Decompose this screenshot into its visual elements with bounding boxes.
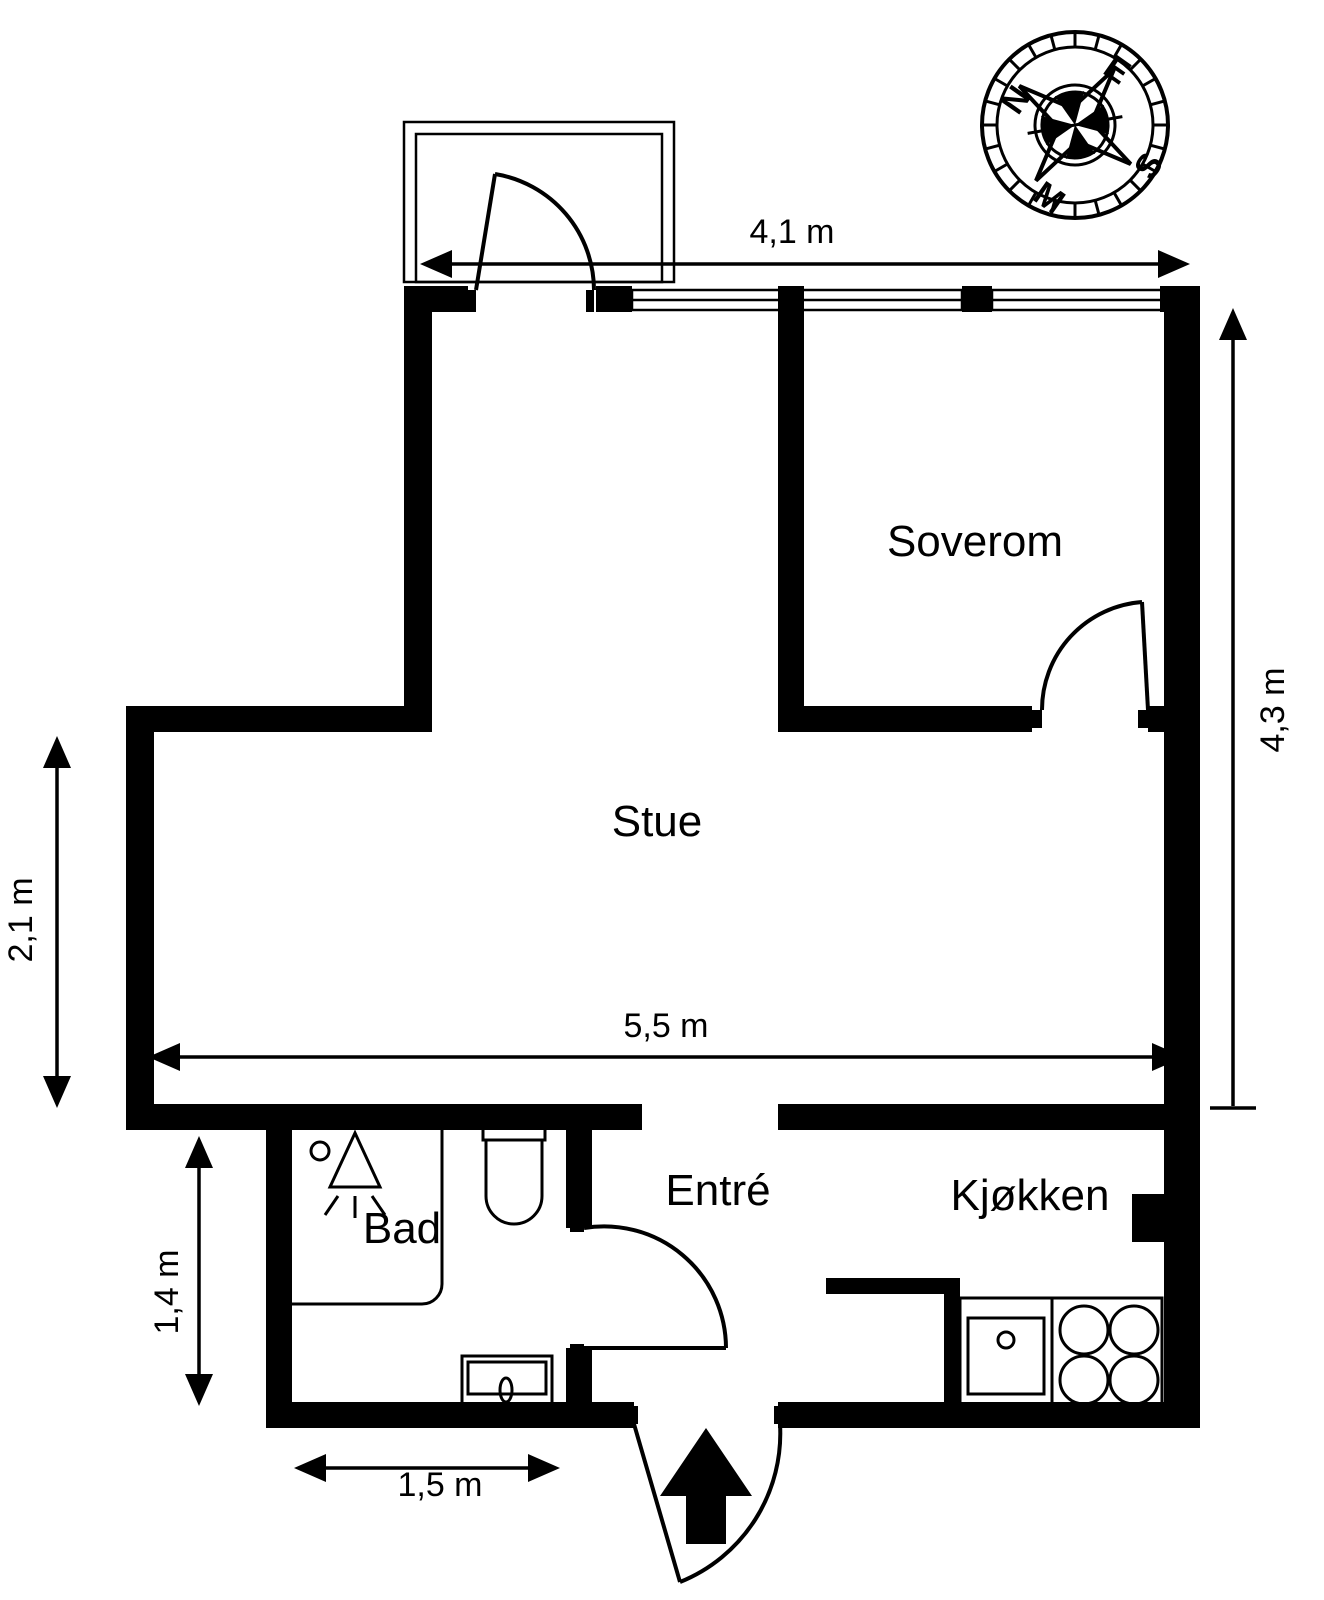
floor-drain-icon [309, 1140, 331, 1162]
room-label-soverom: Soverom [887, 517, 1063, 566]
kitchen-sink [966, 1316, 1046, 1396]
window-right [990, 288, 1166, 312]
dimension-line-left-lower [185, 1136, 213, 1406]
bathroom-door [570, 1222, 728, 1354]
dimension-label-left-upper: 2,1 m [2, 877, 40, 962]
wall-structure [126, 286, 1200, 1428]
room-label-stue: Stue [612, 797, 703, 846]
dimension-line-living-width [148, 1043, 1184, 1071]
room-label-bad: Bad [363, 1204, 441, 1253]
kitchen-counter [958, 1296, 1164, 1410]
room-label-kjokken: Kjøkken [951, 1171, 1110, 1220]
dimension-label-left-lower: 1,4 m [148, 1249, 186, 1334]
cooktop-4-burner [1058, 1304, 1160, 1406]
balcony-door [468, 172, 596, 312]
compass-star [1017, 67, 1133, 183]
dimension-label-bath-width: 1,5 m [397, 1466, 482, 1504]
shower-curb-line [292, 1118, 444, 1306]
entry-direction-arrow [660, 1428, 752, 1544]
dimension-line-top [420, 250, 1190, 278]
dimension-line-left-upper [43, 736, 71, 1108]
window-left [630, 288, 964, 312]
bedroom-door [1032, 600, 1150, 728]
compass-label-n: N [993, 79, 1038, 121]
washbasin-fixture [460, 1354, 554, 1406]
balcony-outline [402, 120, 676, 284]
toilet-fixture [481, 1124, 547, 1226]
shower-symbol [323, 1129, 387, 1218]
dimension-label-living-width: 5,5 m [623, 1007, 708, 1045]
dimension-label-top: 4,1 m [749, 213, 834, 251]
compass-ticks [982, 32, 1168, 218]
dimension-line-right [1210, 308, 1256, 1110]
room-label-entre: Entré [665, 1166, 770, 1215]
entrance-door [628, 1406, 784, 1584]
dimension-line-bath-width [294, 1454, 560, 1482]
compass-rose [980, 30, 1170, 220]
compass-label-m: M [1026, 174, 1071, 221]
dimension-label-right: 4,3 m [1254, 667, 1292, 752]
